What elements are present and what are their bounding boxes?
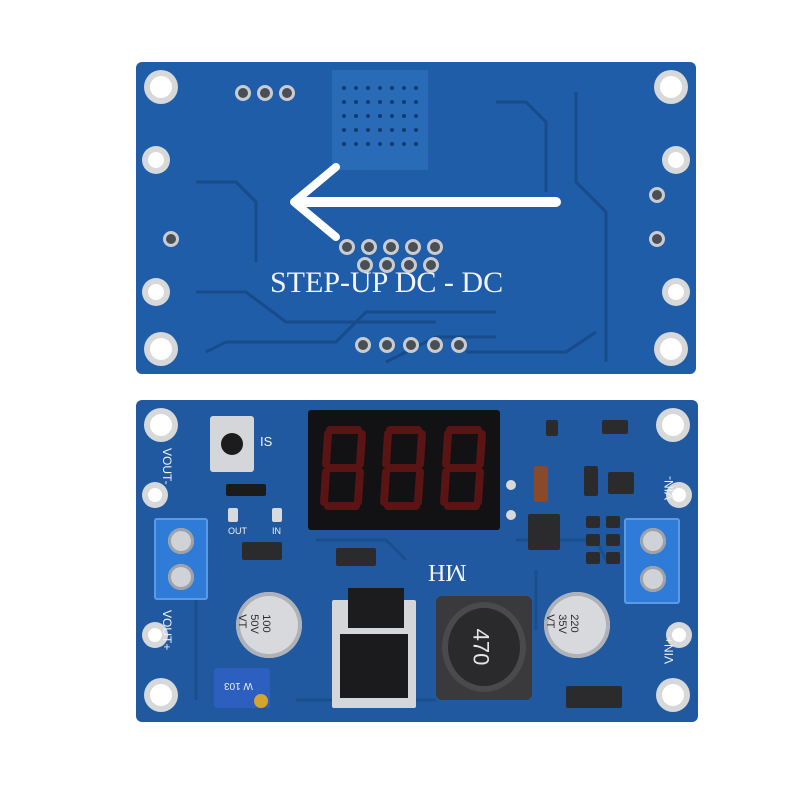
brand-label: MH — [428, 559, 467, 585]
smd-led — [272, 508, 282, 522]
smd-component — [584, 466, 598, 496]
label-out: OUT — [228, 526, 247, 536]
smd-regulator — [528, 514, 560, 550]
solder-pad — [430, 242, 440, 252]
inductor-core — [442, 602, 526, 692]
thermal-via-grid — [332, 70, 428, 170]
arrow-left-icon — [290, 163, 561, 241]
solder-pad — [382, 260, 392, 270]
solder-pad — [166, 234, 176, 244]
smd-led — [228, 508, 238, 522]
solder-pad — [238, 88, 248, 98]
mounting-hole — [668, 284, 684, 300]
smd-resistor — [546, 420, 558, 436]
output-screw-terminal — [154, 518, 208, 600]
converter-ic — [332, 588, 416, 708]
pcb-front-side: VOUT- VOUT+ VIN- VIN+ IS 888 OUT IN — [136, 400, 698, 722]
mounting-hole — [148, 284, 164, 300]
solder-pad — [382, 340, 392, 350]
electrolytic-capacitor-left: 100 50V VT — [236, 592, 302, 658]
solder-pad — [358, 340, 368, 350]
mounting-hole — [672, 488, 686, 502]
solder-pad — [342, 242, 352, 252]
label-vout-plus: VOUT+ — [160, 610, 174, 651]
smd-resistor — [602, 420, 628, 434]
mounting-hole — [150, 684, 172, 706]
smd-tantalum-capacitor — [534, 466, 548, 502]
smd-diode — [226, 484, 266, 496]
mounting-hole — [148, 628, 162, 642]
solder-pad — [364, 242, 374, 252]
label-in: IN — [272, 526, 281, 536]
screw-icon — [168, 564, 194, 590]
label-vin-plus: VIN+ — [662, 636, 676, 664]
power-inductor: 470 — [436, 596, 532, 700]
smd-resistor — [606, 516, 620, 528]
ic-body — [340, 634, 408, 698]
screw-icon — [640, 528, 666, 554]
solder-pad — [360, 260, 370, 270]
solder-pad — [430, 340, 440, 350]
smd-diode — [242, 542, 282, 560]
electrolytic-capacitor-right: 220 35V VT — [544, 592, 610, 658]
smd-resistor — [586, 552, 600, 564]
mounting-hole — [150, 338, 172, 360]
trimpot-label: W 103 — [224, 680, 253, 691]
trimmer-potentiometer[interactable]: W 103 — [214, 668, 270, 708]
led-indicator — [506, 480, 516, 490]
solder-pad — [282, 88, 292, 98]
solder-pad — [454, 340, 464, 350]
inductor-label: 470 — [468, 628, 494, 666]
mounting-hole — [662, 414, 684, 436]
solder-pad — [406, 340, 416, 350]
solder-pad — [260, 88, 270, 98]
smd-resistor — [606, 552, 620, 564]
mounting-hole — [672, 628, 686, 642]
mounting-hole — [660, 76, 682, 98]
smd-resistor — [586, 516, 600, 528]
display-digits-graphic — [320, 426, 486, 510]
copper-traces — [196, 92, 608, 364]
smd-diode — [566, 686, 622, 708]
pcb-back-side: STEP-UP DC - DC — [136, 62, 696, 374]
screw-icon — [640, 566, 666, 592]
mounting-hole — [148, 488, 162, 502]
smd-resistor — [606, 534, 620, 546]
seven-segment-display: 888 — [308, 410, 500, 530]
solder-pad — [426, 260, 436, 270]
smd-transistor — [608, 472, 634, 494]
cap-left-label: 100 50V VT — [235, 614, 272, 634]
solder-pad — [652, 234, 662, 244]
smd-component — [336, 548, 376, 566]
mounting-hole — [668, 152, 684, 168]
button-cap — [221, 433, 243, 455]
tactile-push-button[interactable] — [210, 416, 254, 472]
silkscreen-step-up-dc-dc: STEP-UP DC - DC — [270, 266, 504, 299]
trimpot-screw-icon — [254, 694, 268, 708]
cap-right-label: 220 35V VT — [543, 614, 580, 634]
solder-pad — [408, 242, 418, 252]
mounting-hole — [148, 152, 164, 168]
screw-icon — [168, 528, 194, 554]
mounting-hole — [660, 338, 682, 360]
solder-pad — [386, 242, 396, 252]
smd-resistor — [586, 534, 600, 546]
ic-leads — [348, 588, 404, 628]
mounting-hole — [150, 76, 172, 98]
solder-pad — [404, 260, 414, 270]
label-is: IS — [260, 434, 273, 449]
label-vout-minus: VOUT- — [160, 448, 174, 485]
label-vin-minus: VIN- — [662, 476, 676, 500]
mounting-hole — [150, 414, 172, 436]
solder-pad — [652, 190, 662, 200]
input-screw-terminal — [624, 518, 680, 604]
led-indicator — [506, 510, 516, 520]
mounting-hole — [662, 684, 684, 706]
